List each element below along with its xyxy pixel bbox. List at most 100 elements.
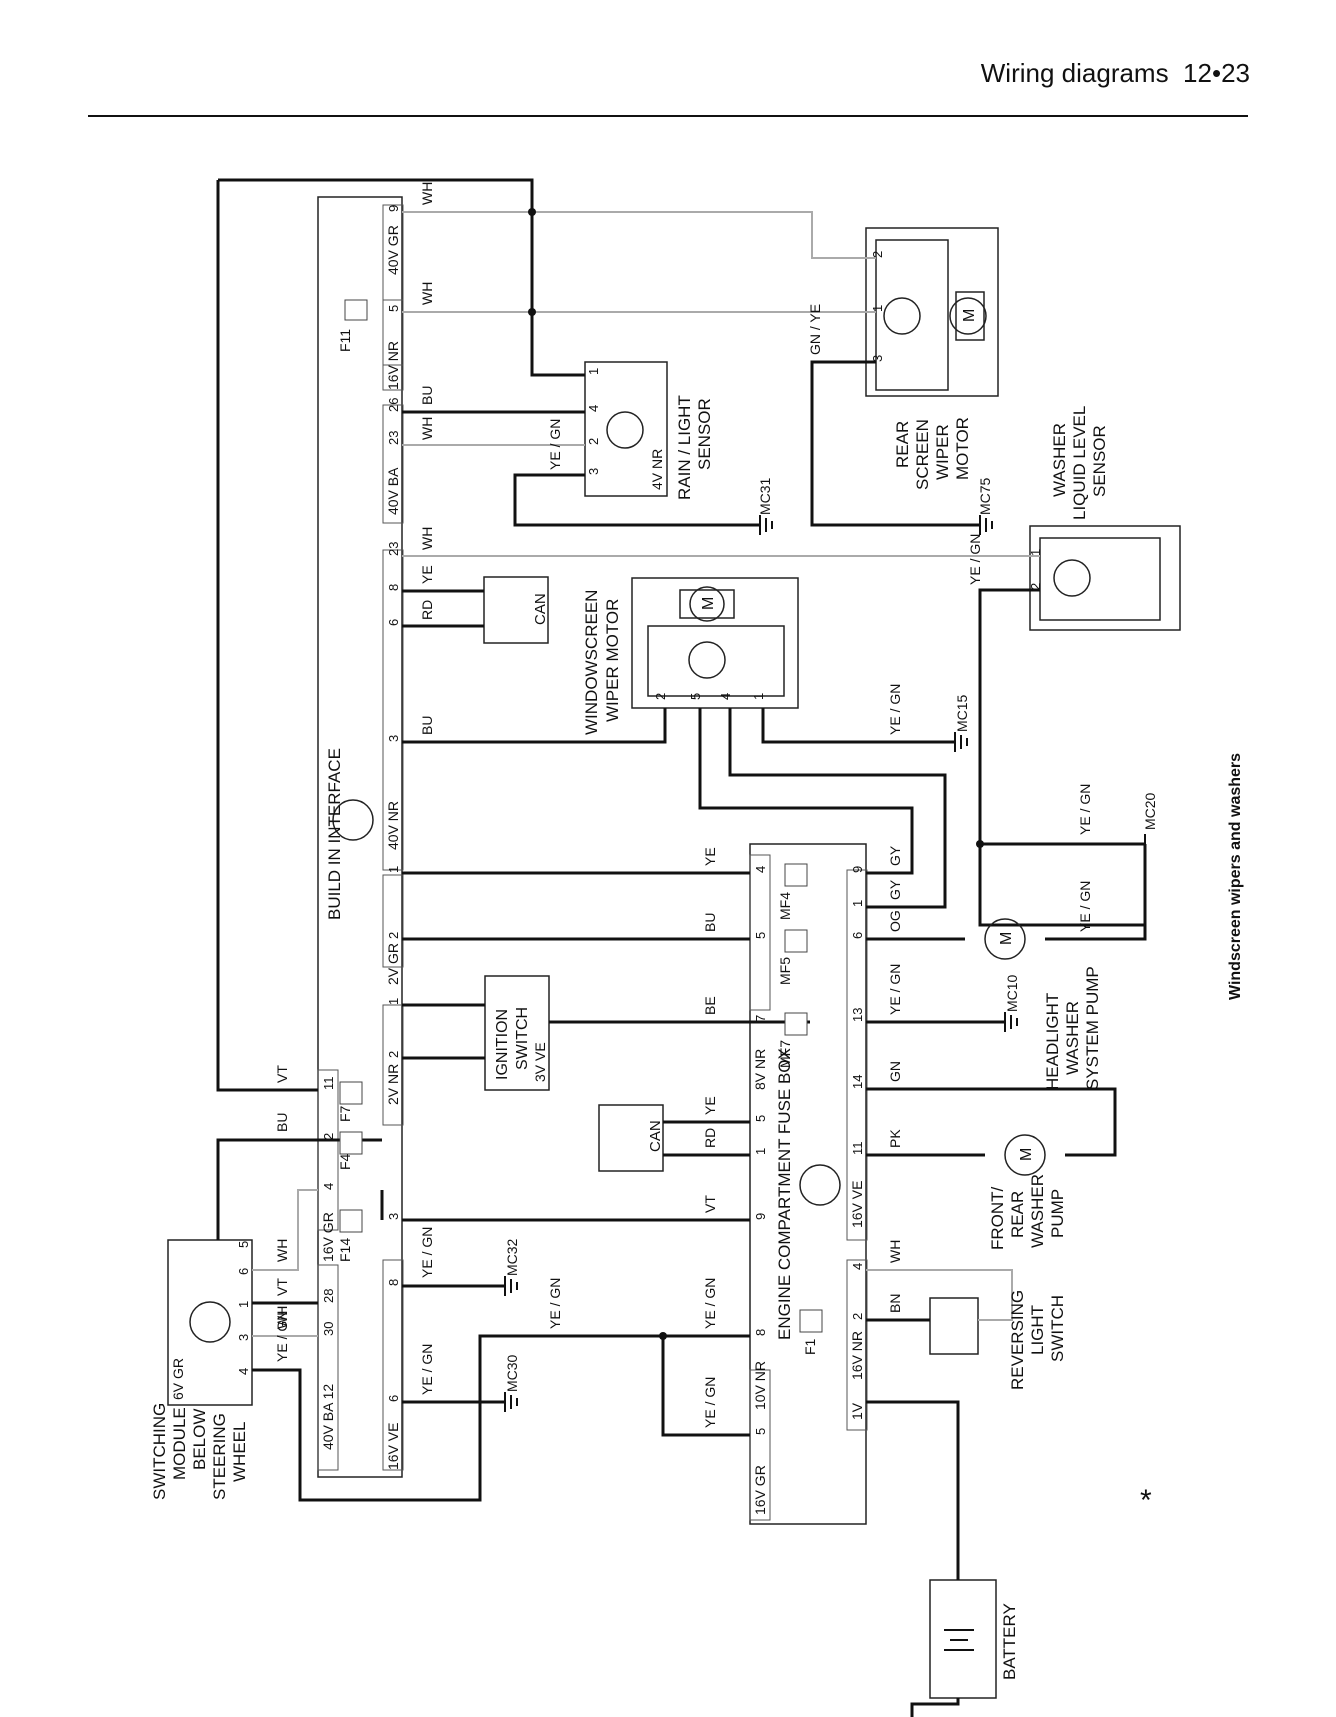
label-washer-sensor: WASHER [1050,423,1069,497]
rear-wiper-motor-symbol [949,297,987,335]
svg-text:GN: GN [887,1061,903,1082]
svg-text:9: 9 [850,866,865,873]
svg-text:4: 4 [718,693,733,700]
svg-text:1: 1 [236,1301,251,1308]
fuse-mf5 [784,929,808,953]
label-fusebox: ENGINE COMPARTMENT FUSE BOX [775,1048,794,1340]
svg-text:VT: VT [274,1065,290,1083]
svg-text:BN: BN [887,1294,903,1313]
svg-text:OG: OG [887,910,903,932]
svg-text:M: M [998,932,1015,945]
header-page: 12•23 [1183,58,1250,88]
windscreen-wiper-box [631,577,799,709]
svg-text:MOTOR: MOTOR [953,417,972,480]
svg-text:1: 1 [850,900,865,907]
svg-text:BE: BE [702,996,718,1015]
svg-text:16V GR: 16V GR [320,1212,336,1262]
svg-text:4: 4 [753,866,768,873]
svg-text:40V GR: 40V GR [385,225,401,275]
rain-sensor-box [584,361,668,497]
label-rear-1: REAR [893,421,912,468]
svg-text:40V BA: 40V BA [385,467,401,515]
svg-text:SCREEN: SCREEN [913,419,932,490]
svg-text:MF4: MF4 [777,892,793,920]
svg-text:1: 1 [870,305,885,312]
svg-text:2: 2 [321,1133,336,1140]
motor-label: M [961,309,978,322]
fuse-f4 [339,1131,363,1155]
ignition-switch-box [484,975,550,1091]
svg-text:F1: F1 [802,1338,818,1355]
svg-text:1: 1 [751,693,766,700]
svg-text:1: 1 [753,1148,768,1155]
can-box-2 [598,1104,664,1172]
svg-text:6: 6 [236,1268,251,1275]
svg-text:4: 4 [321,1183,336,1190]
svg-text:F14: F14 [337,1238,353,1262]
svg-text:LIQUID LEVEL: LIQUID LEVEL [1070,406,1089,520]
svg-text:VT: VT [702,1195,718,1213]
washer-sensor-box [1029,525,1181,631]
svg-text:YE: YE [702,847,718,866]
svg-text:WH: WH [887,1240,903,1263]
windscreen-motor-symbol [689,586,725,622]
svg-text:2: 2 [386,932,401,939]
svg-text:2: 2 [586,438,601,445]
svg-text:2: 2 [386,1051,401,1058]
svg-text:11: 11 [850,1142,865,1156]
svg-text:8: 8 [386,1279,401,1286]
svg-text:WIPER MOTOR: WIPER MOTOR [603,599,622,722]
svg-text:MC10: MC10 [1004,974,1020,1012]
svg-text:13: 13 [850,1008,865,1022]
fuse-f1 [799,1309,823,1333]
svg-text:YE: YE [419,565,435,584]
svg-text:YE / GN: YE / GN [547,1278,563,1329]
svg-text:F11: F11 [337,329,353,352]
svg-text:WH: WH [419,417,435,440]
svg-text:YE / GN: YE / GN [1077,881,1093,932]
svg-text:1V: 1V [849,1402,865,1420]
label-windscreen: WINDOWSCREEN [582,590,601,735]
svg-text:WH: WH [274,1306,290,1329]
svg-text:2V GR: 2V GR [385,943,401,985]
label-battery: BATTERY [1000,1603,1019,1680]
label-can-1: CAN [532,593,549,625]
label-headlight-pump: HEADLIGHT [1043,993,1062,1090]
svg-text:F7: F7 [337,1105,353,1122]
fuse-f7 [339,1081,363,1105]
svg-text:M: M [1018,1148,1035,1161]
svg-text:MC15: MC15 [954,694,970,732]
svg-text:3: 3 [870,355,885,362]
svg-text:3V VE: 3V VE [532,1042,548,1082]
svg-text:5: 5 [753,932,768,939]
svg-text:MC75: MC75 [977,477,993,515]
svg-text:M: M [700,597,717,610]
svg-text:YE / GN: YE / GN [887,964,903,1015]
header-rule [88,115,1248,117]
svg-text:3: 3 [386,1213,401,1220]
svg-text:REAR: REAR [1008,1191,1027,1238]
svg-text:1: 1 [1028,549,1043,556]
svg-text:MC20: MC20 [1142,792,1158,830]
svg-text:16V VE: 16V VE [849,1181,865,1228]
svg-text:6: 6 [386,1395,401,1402]
header-title: Wiring diagrams [980,58,1169,88]
svg-text:WASHER: WASHER [1063,1001,1082,1075]
svg-text:28: 28 [321,1289,336,1303]
svg-text:3: 3 [586,468,601,475]
svg-text:6: 6 [850,932,865,939]
fuse-mf4 [784,863,808,887]
svg-text:16V VE: 16V VE [385,1423,401,1470]
headlight-pump-motor [984,918,1026,960]
svg-text:2: 2 [653,693,668,700]
svg-text:WIPER: WIPER [933,424,952,480]
svg-text:RD: RD [419,600,435,620]
svg-text:WH: WH [419,527,435,550]
svg-text:1: 1 [386,998,401,1005]
svg-text:SWITCH: SWITCH [1048,1295,1067,1362]
svg-text:BELOW: BELOW [190,1409,209,1470]
svg-text:6: 6 [386,619,401,626]
svg-text:2: 2 [1028,583,1043,590]
svg-text:WHEEL: WHEEL [230,1422,249,1482]
